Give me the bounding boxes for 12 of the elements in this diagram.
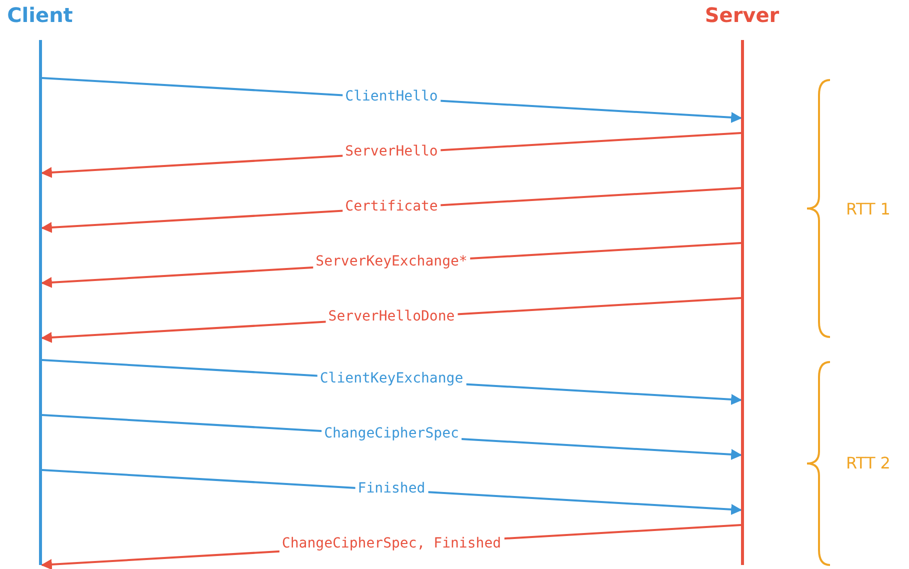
round-trip-label: RTT 1	[846, 200, 890, 218]
edge-label: ServerKeyExchange*	[312, 254, 470, 270]
message-arrow	[42, 469, 742, 515]
participant-label: Client	[7, 3, 73, 27]
edge-label: ClientKeyExchange	[316, 370, 466, 388]
participant-label: Server	[704, 3, 780, 27]
lifeline	[741, 40, 744, 565]
edge-label: ServerHelloDone	[325, 308, 458, 326]
round-trip-label: RTT 2	[846, 454, 890, 472]
edge-label: ChangeCipherSpec	[321, 426, 462, 442]
edge-label: ChangeCipherSpec, Finished	[278, 536, 504, 552]
lifeline	[39, 40, 42, 565]
